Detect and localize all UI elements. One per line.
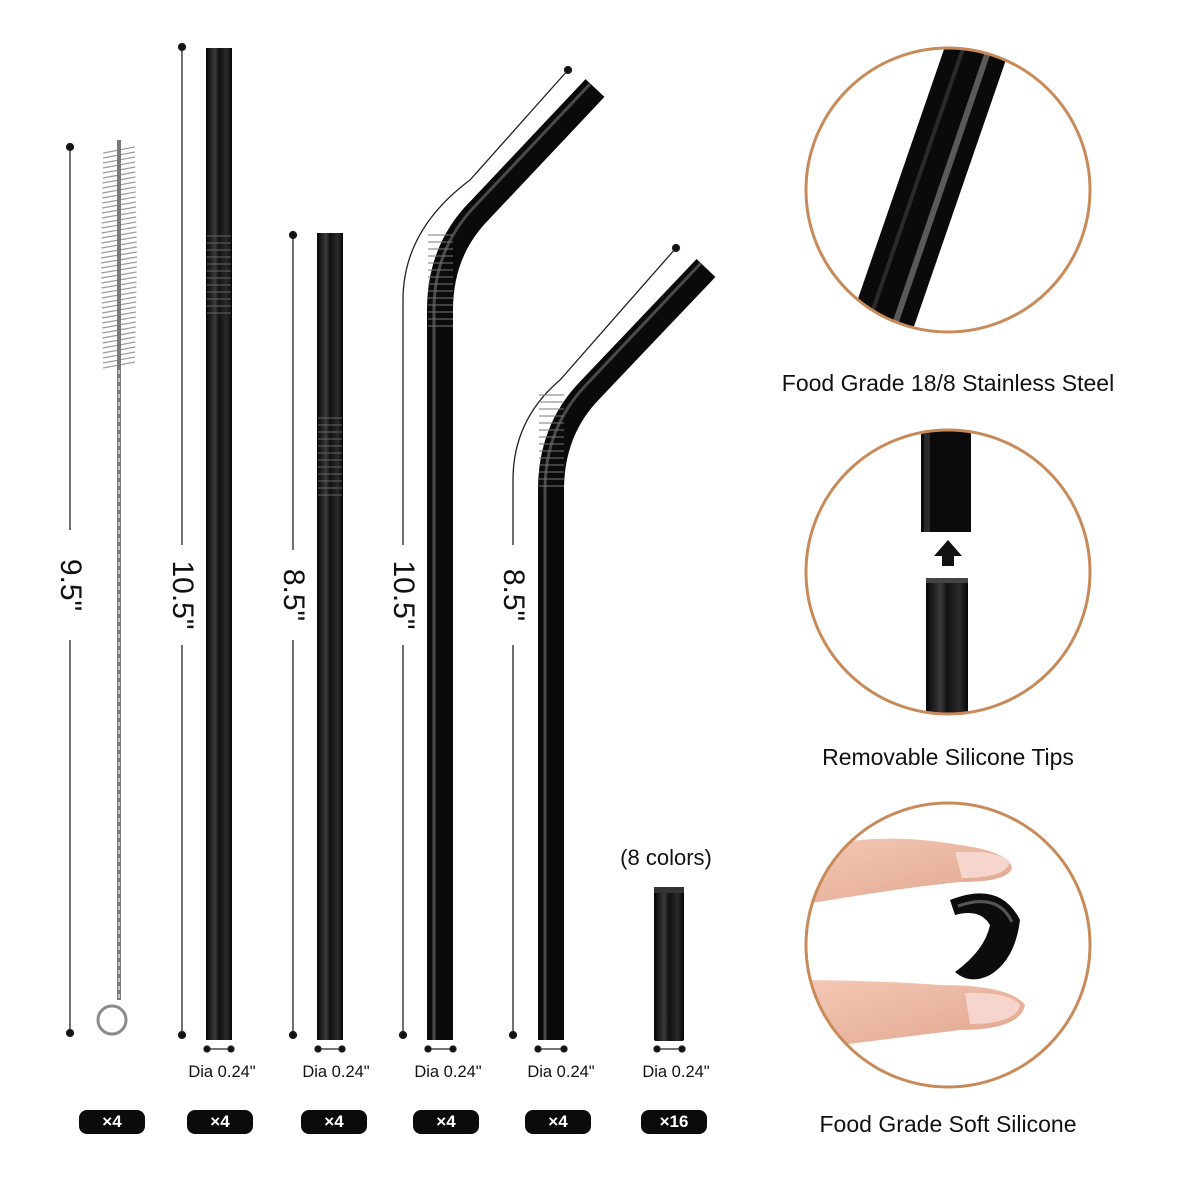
brush-count-badge: ×4 [79, 1110, 145, 1134]
bent-long-length-label: 10.5" [387, 560, 420, 630]
straight-long-dimension-line [177, 42, 187, 1040]
brush-length-label: 9.5" [54, 558, 87, 612]
tip-attach-arrow-icon [804, 428, 1092, 716]
straight-long-straw [206, 48, 232, 1040]
bent-long-straw [427, 79, 605, 1040]
silicone-tip-colors-note: (8 colors) [620, 845, 712, 870]
cleaning-brush [96, 140, 138, 1036]
bent-short-dimension-line [508, 243, 681, 1040]
silicone-tip [654, 887, 684, 1041]
straight-short-count-badge: ×4 [301, 1110, 367, 1134]
bent-long-diameter-label: Dia 0.24" [414, 1063, 482, 1081]
straight-long-length-label: 10.5" [166, 560, 199, 630]
bent-short-diameter-label: Dia 0.24" [527, 1063, 595, 1081]
straw-closeup-icon [804, 46, 1092, 334]
diameter-markers [203, 1045, 686, 1053]
bent-short-count-badge: ×4 [525, 1110, 591, 1134]
bent-long-count-badge: ×4 [413, 1110, 479, 1134]
bent-short-length-label: 8.5" [497, 568, 530, 622]
straight-short-straw [317, 233, 343, 1040]
feature-caption-silicone: Food Grade Soft Silicone [819, 1111, 1077, 1137]
silicone-tip-count-badge: ×16 [641, 1110, 707, 1134]
bent-long-dimension-line [398, 65, 573, 1040]
straight-long-count-badge: ×4 [187, 1110, 253, 1134]
straight-short-dimension-line [288, 230, 298, 1040]
brush-dimension-line [65, 142, 75, 1038]
straight-long-diameter-label: Dia 0.24" [188, 1063, 256, 1081]
feature-caption-steel: Food Grade 18/8 Stainless Steel [781, 370, 1115, 396]
straight-short-length-label: 8.5" [277, 568, 310, 622]
bent-short-straw [538, 259, 716, 1040]
feature-caption-tips: Removable Silicone Tips [822, 744, 1074, 770]
straight-short-diameter-label: Dia 0.24" [302, 1063, 370, 1081]
silicone-tip-diameter-label: Dia 0.24" [642, 1063, 710, 1081]
fingers-squeeze-tip-icon [804, 801, 1092, 1089]
